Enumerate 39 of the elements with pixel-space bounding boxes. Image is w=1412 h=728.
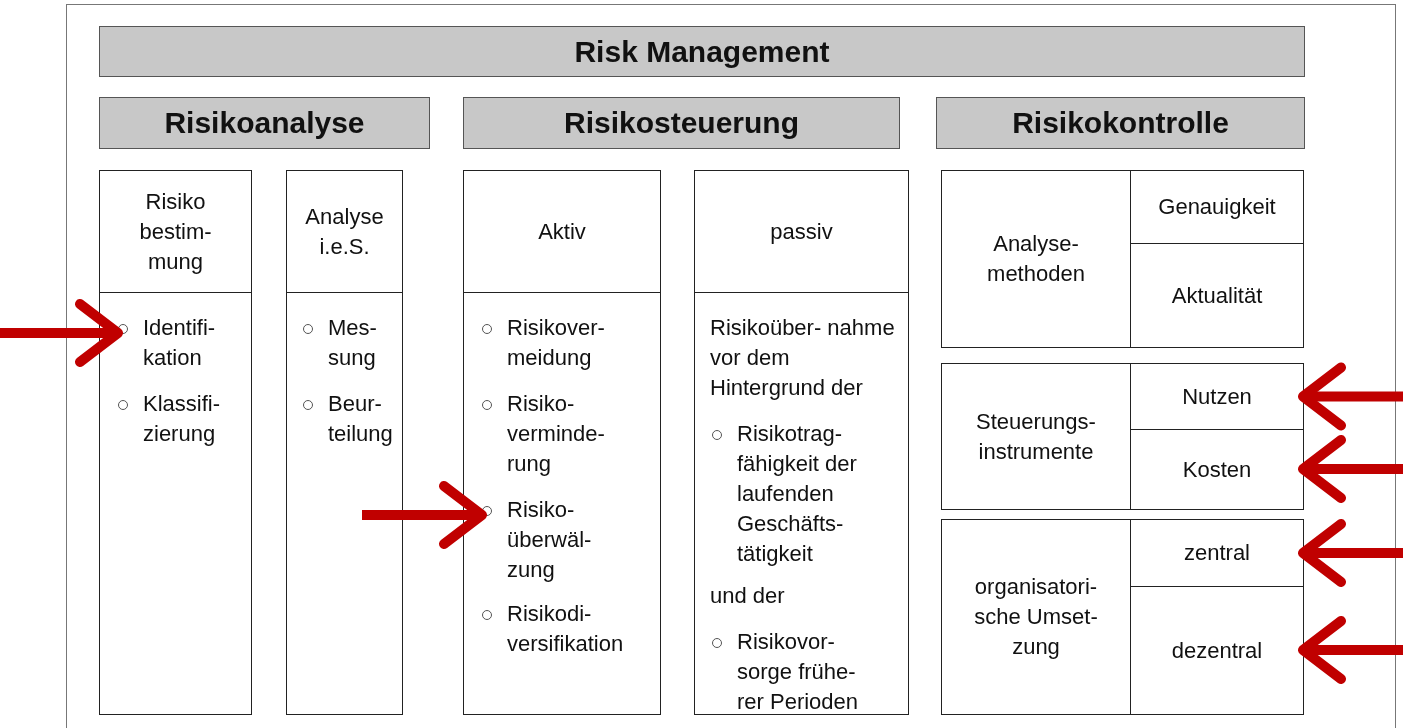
bullet-item: Mes- sung [303,313,398,373]
column-panel [99,170,252,715]
section-header: Risikoanalyse [99,97,430,149]
arrow [1298,616,1403,684]
text: und der [710,581,895,611]
group-panel [941,170,1304,348]
column-heading: Risiko bestim- mung [100,171,251,293]
column-heading: Aktiv [464,171,660,293]
text: Risikoüber- nahme vor dem Hintergrund der [710,313,895,403]
arrow [0,299,123,367]
table-cell: dezentral [1130,586,1303,714]
arrow [1298,362,1403,431]
section-header: Risikokontrolle [936,97,1305,149]
bullet-item: Identifi- kation [118,313,238,373]
bullet-item: Risiko- verminde- rung [482,389,622,479]
group-panel [941,363,1304,510]
column-heading: passiv [695,171,908,293]
table-cell: Aktualität [1130,243,1303,347]
arrow [1298,435,1403,503]
table-cell: Kosten [1130,429,1303,509]
row-heading: organisatori- sche Umset- zung [973,573,1099,661]
bullet-item: Risikovor- sorge frühe- rer Perioden [712,627,872,717]
row-heading: Steuerungs- instrumente [975,407,1097,466]
bullet-item: Risikodi- versifikation [482,599,652,659]
row-heading: Analyse- methoden [986,230,1086,288]
section-header: Risikosteuerung [463,97,900,149]
arrow [362,481,487,549]
column-panel [463,170,661,715]
title-bar: Risk Management [99,26,1305,77]
bullet-item: Beur- teilung [303,389,398,449]
column-panel [286,170,403,715]
column-heading: Analyse i.e.S. [287,171,402,293]
group-panel [941,519,1304,715]
bullet-item: Klassifi- zierung [118,389,238,449]
bullet-item: Risiko- überwäl- zung [482,495,622,585]
arrow [1298,519,1403,587]
bullet-item: Risikotrag- fähigkeit der laufenden Geschäfts- tätigkeit [712,419,872,569]
bullet-item: Risikover- meidung [482,313,652,373]
column-panel [694,170,909,715]
